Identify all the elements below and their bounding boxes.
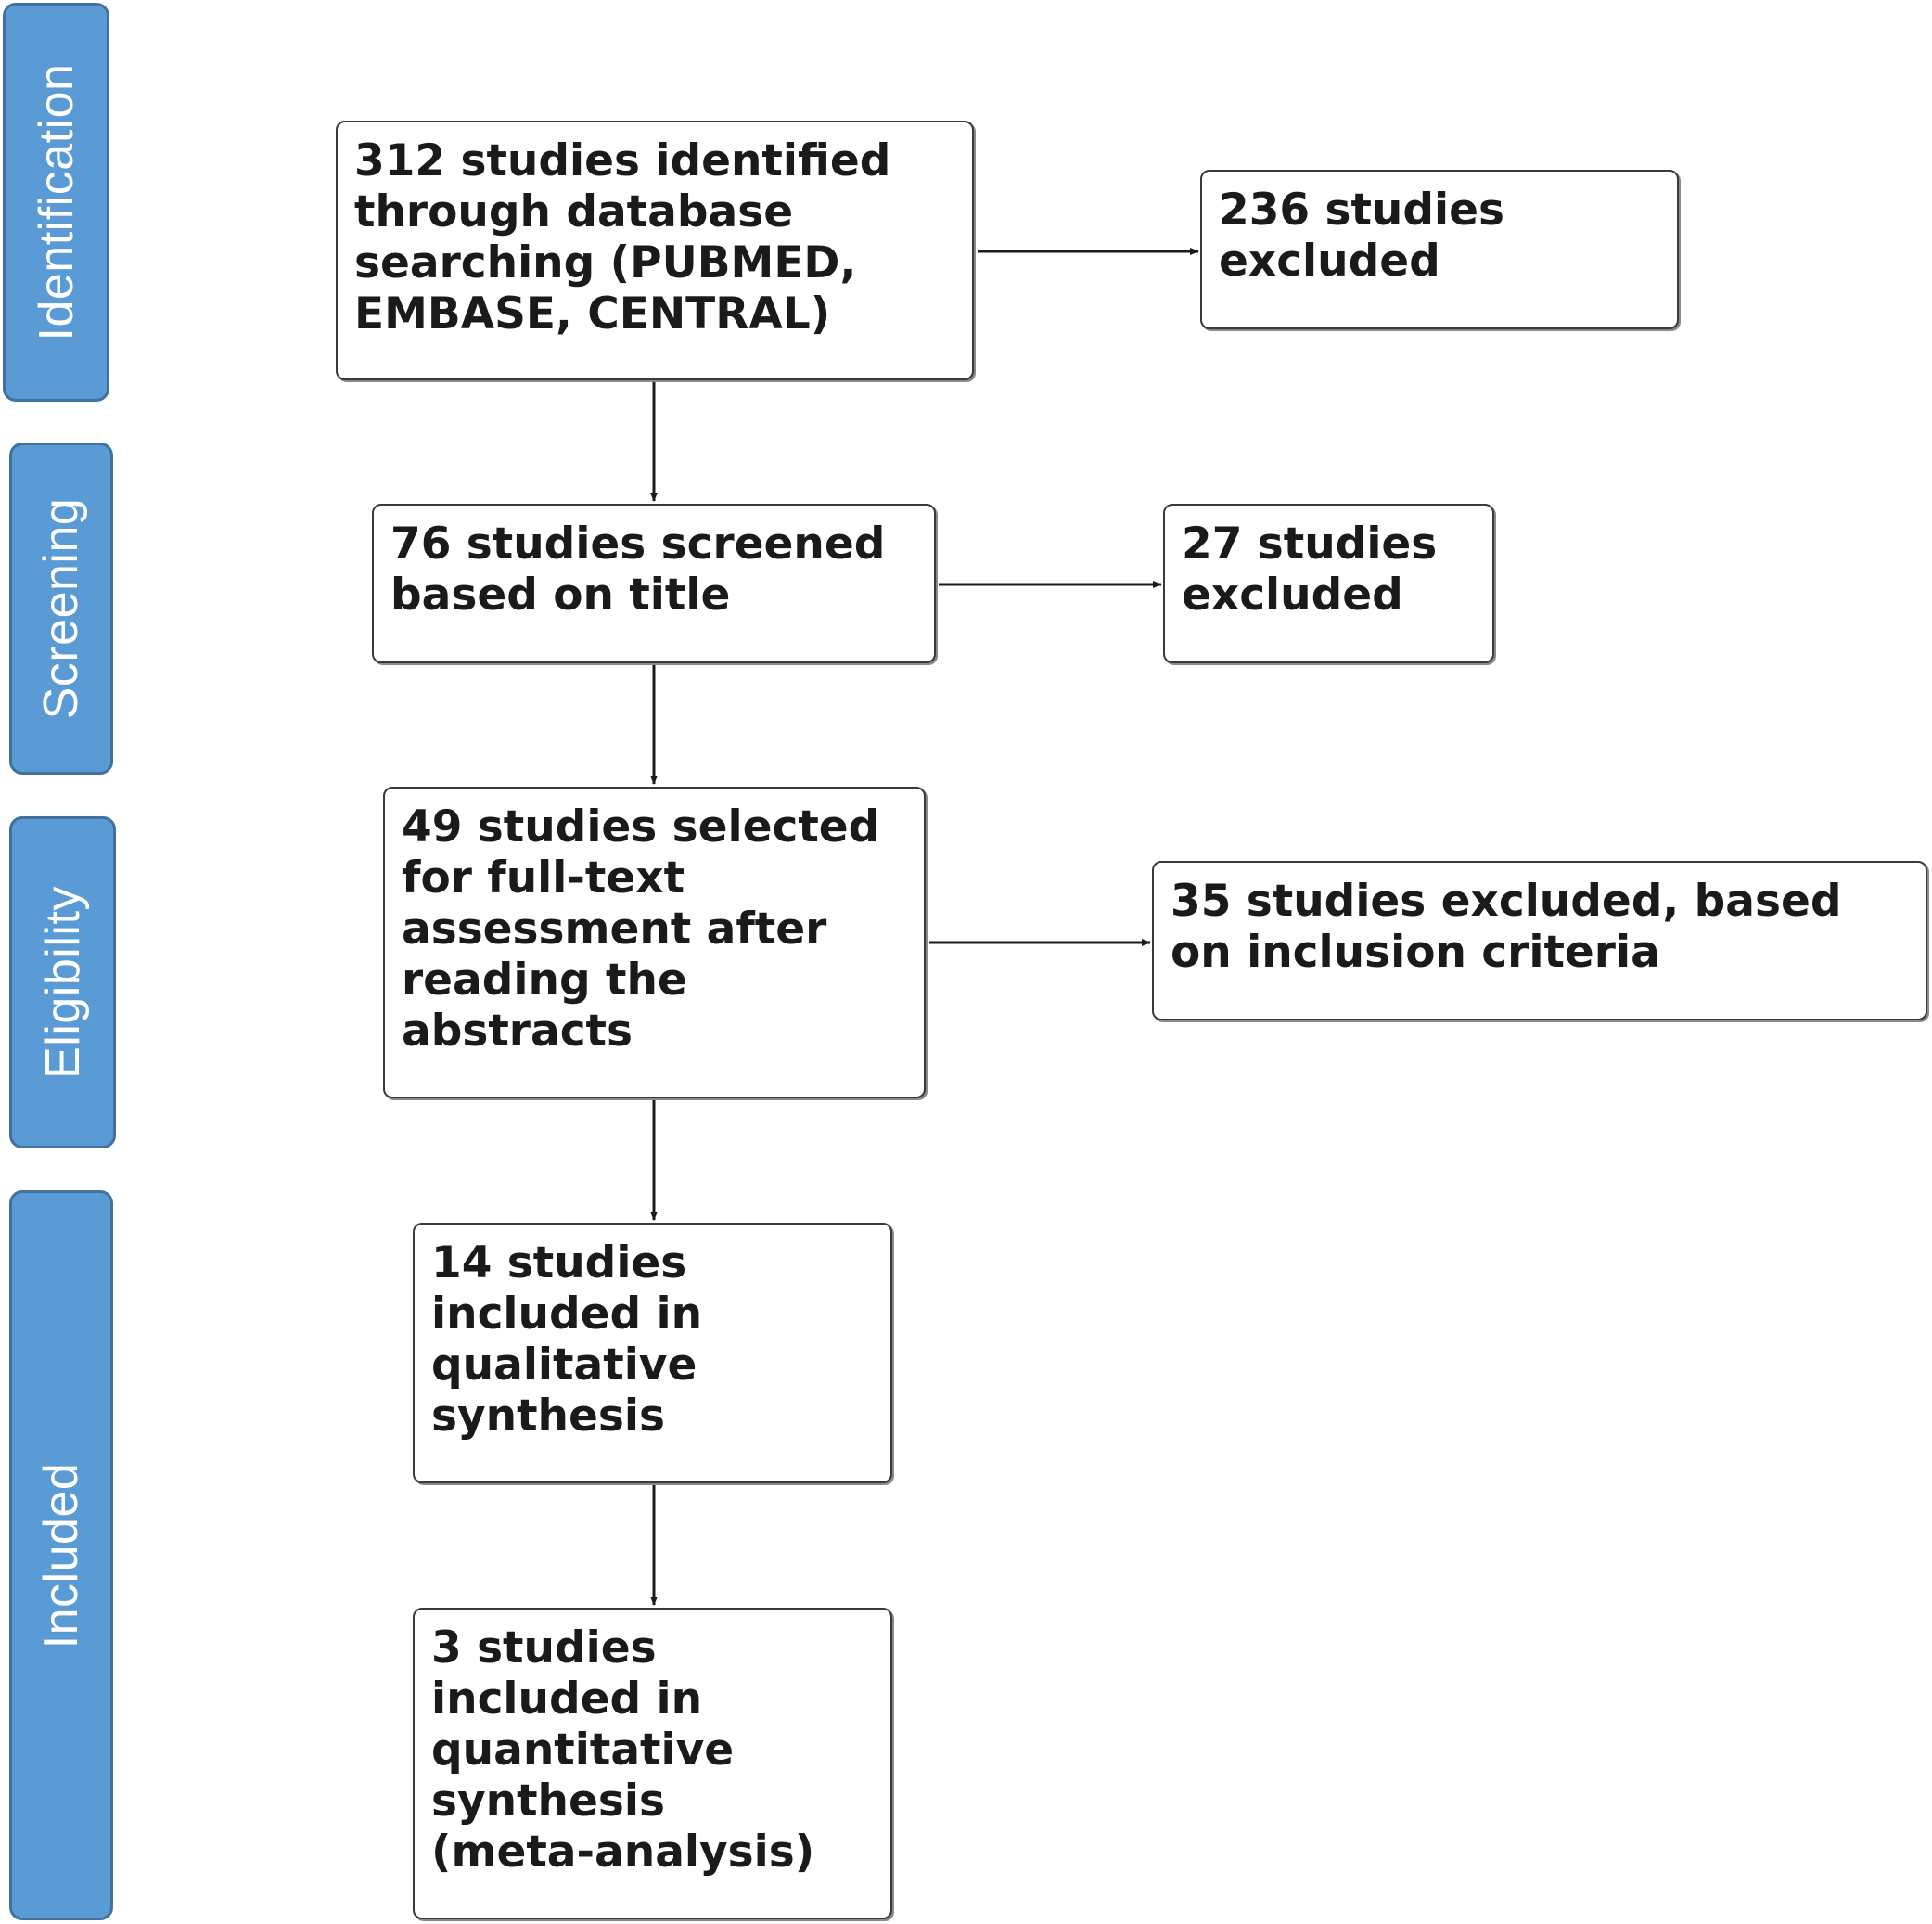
box-excluded-236: 236 studies excluded <box>1200 170 1679 329</box>
stage-identification: Identification <box>3 3 109 402</box>
box-excluded-27-text: 27 studies excluded <box>1182 519 1438 621</box>
box-screened-text: 76 studies screened based on title <box>390 519 886 621</box>
box-quantitative: 3 studies included in quantitative synth… <box>413 1608 892 1919</box>
box-excluded-27: 27 studies excluded <box>1163 504 1494 663</box>
box-identified-text: 312 studies identified through database … <box>354 135 891 340</box>
box-excluded-35: 35 studies excluded, based on inclusion … <box>1152 861 1927 1020</box>
stage-screening: Screening <box>9 443 113 775</box>
box-qualitative: 14 studies included in qualitative synth… <box>413 1223 892 1483</box>
stage-included: Included <box>9 1190 113 1920</box>
box-selected: 49 studies selected for full-text assess… <box>383 787 926 1098</box>
box-qualitative-text: 14 studies included in qualitative synth… <box>431 1238 703 1442</box>
box-quantitative-text: 3 studies included in quantitative synth… <box>431 1623 815 1878</box>
box-screened: 76 studies screened based on title <box>372 504 936 663</box>
box-selected-text: 49 studies selected for full-text assess… <box>402 802 880 1057</box>
box-identified: 312 studies identified through database … <box>336 121 974 380</box>
stage-eligibility: Eligibility <box>9 816 116 1148</box>
box-excluded-35-text: 35 studies excluded, based on inclusion … <box>1171 876 1842 978</box>
box-excluded-236-text: 236 studies excluded <box>1219 185 1504 287</box>
